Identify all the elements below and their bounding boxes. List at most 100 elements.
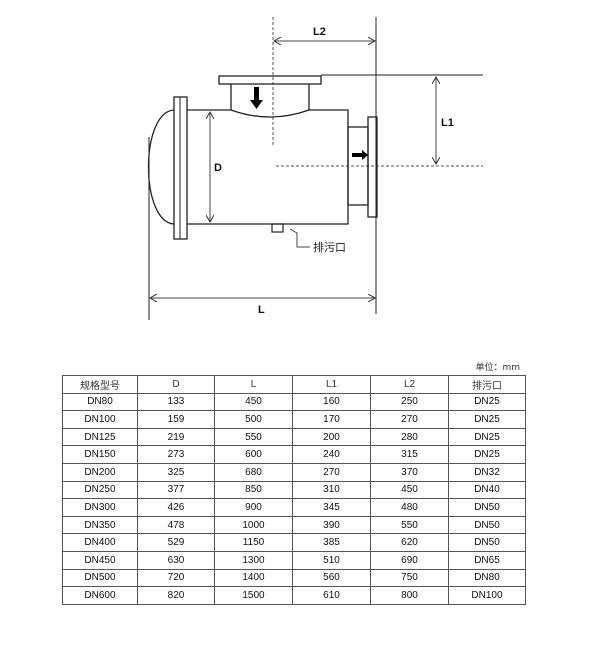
d-label: D [214, 162, 222, 174]
column-header: 规格型号 [62, 375, 138, 394]
table-cell: 250 [370, 392, 449, 412]
table-cell: DN25 [448, 410, 526, 429]
table-cell: DN50 [448, 533, 526, 552]
table-cell: DN40 [448, 480, 526, 500]
table-cell: DN500 [62, 568, 138, 588]
table-cell: 610 [292, 586, 371, 605]
filter-dimension-drawing: L2 L1 D L 排污口 [147, 17, 483, 320]
table-cell: 750 [370, 568, 449, 588]
table-cell: DN150 [62, 445, 138, 464]
table-cell: 450 [370, 480, 449, 500]
table-cell: 550 [370, 515, 449, 535]
table-cell: DN80 [448, 568, 526, 588]
table-cell: 370 [370, 462, 449, 482]
table-cell: 1500 [214, 586, 293, 605]
flow-out-arrow-icon [352, 150, 368, 160]
table-cell: 160 [292, 392, 371, 412]
table-cell: 620 [370, 533, 449, 552]
table-cell: 133 [137, 392, 215, 412]
l2-label: L2 [313, 26, 326, 38]
table-cell: 800 [370, 586, 449, 605]
table-cell: 450 [214, 392, 293, 412]
table-cell: 170 [292, 410, 371, 429]
table-cell: 560 [292, 568, 371, 588]
column-header: 排污口 [448, 375, 526, 394]
table-cell: 900 [214, 498, 293, 517]
table-cell: 500 [214, 410, 293, 429]
drain-port [271, 223, 284, 233]
table-cell: 1150 [214, 533, 293, 552]
table-cell: 480 [370, 498, 449, 517]
unit-label: 单位：mm [475, 363, 520, 373]
table-cell: DN450 [62, 550, 138, 570]
column-header: L [214, 375, 293, 394]
table-cell: 377 [137, 480, 215, 500]
table-cell: 385 [292, 533, 371, 552]
table-cell: DN32 [448, 462, 526, 482]
table-cell: DN25 [448, 445, 526, 464]
column-header: L1 [292, 375, 371, 394]
table-cell: 390 [292, 515, 371, 535]
table-cell: DN25 [448, 392, 526, 412]
table-cell: 219 [137, 427, 215, 447]
end-cap-dome [147, 109, 175, 225]
table-cell: 510 [292, 550, 371, 570]
table-cell: 478 [137, 515, 215, 535]
table-cell: DN600 [62, 586, 138, 605]
table-cell: 200 [292, 427, 371, 447]
table-cell: DN400 [62, 533, 138, 552]
column-header: D [137, 375, 215, 394]
table-cell: 426 [137, 498, 215, 517]
table-cell: DN50 [448, 498, 526, 517]
table-cell: DN200 [62, 462, 138, 482]
table-cell: 1400 [214, 568, 293, 588]
drain-leader-line [289, 228, 310, 248]
table-cell: DN100 [62, 410, 138, 429]
table-cell: 315 [370, 445, 449, 464]
filter-body [187, 109, 349, 225]
table-cell: DN250 [62, 480, 138, 500]
table-cell: DN100 [448, 586, 526, 605]
table-cell: DN25 [448, 427, 526, 447]
table-cell: 1300 [214, 550, 293, 570]
table-cell: 159 [137, 410, 215, 429]
table-cell: DN125 [62, 427, 138, 447]
table-cell: 273 [137, 445, 215, 464]
l-label: L [258, 304, 265, 316]
table-cell: 850 [214, 480, 293, 500]
outlet-flange [367, 116, 378, 218]
table-cell: 310 [292, 480, 371, 500]
table-cell: 550 [214, 427, 293, 447]
table-cell: DN65 [448, 550, 526, 570]
table-cell: 280 [370, 427, 449, 447]
inlet-neck [230, 84, 310, 110]
table-cell: DN350 [62, 515, 138, 535]
table-cell: 1000 [214, 515, 293, 535]
l1-label: L1 [441, 117, 454, 129]
table-cell: 270 [370, 410, 449, 429]
inlet-flange [218, 75, 322, 85]
table-cell: 270 [292, 462, 371, 482]
table-cell: DN80 [62, 392, 138, 412]
table-cell: 325 [137, 462, 215, 482]
table-cell: DN50 [448, 515, 526, 535]
table-cell: 720 [137, 568, 215, 588]
table-cell: 345 [292, 498, 371, 517]
table-cell: DN300 [62, 498, 138, 517]
table-cell: 680 [214, 462, 293, 482]
table-cell: 529 [137, 533, 215, 552]
table-cell: 240 [292, 445, 371, 464]
